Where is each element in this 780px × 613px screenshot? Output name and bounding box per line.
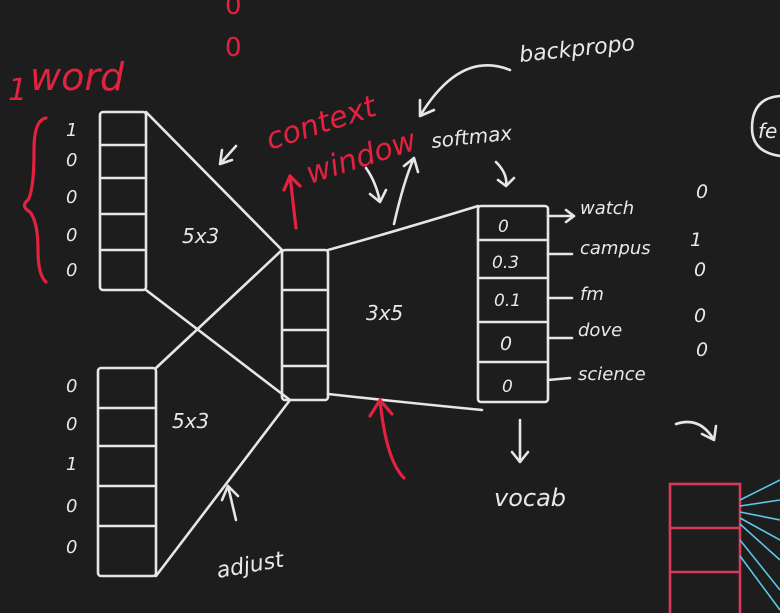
edge-fragment: fe [750, 94, 780, 158]
input-top-value: 0 [66, 150, 77, 171]
one-hot-value: 0 [694, 259, 706, 281]
output-box [476, 204, 550, 404]
input-bottom-value: 0 [66, 496, 77, 517]
top-red-glyph-1: 0 [225, 0, 242, 21]
output-word: campus [580, 238, 651, 259]
input-top-value: 0 [66, 260, 77, 281]
input-top-value: 1 [66, 120, 77, 141]
input-bottom-value: 0 [66, 414, 77, 435]
one-hot-value: 1 [690, 229, 702, 251]
one-hot-value: 0 [694, 305, 706, 327]
funnel-lines [144, 110, 292, 578]
matrix-label-bottom: 5x3 [172, 409, 209, 433]
red-arrow-icon [368, 398, 406, 480]
arrow-icon [364, 166, 388, 204]
output-words: watch campus fm dove science [578, 198, 651, 385]
output-word: fm [580, 284, 604, 305]
edge-fragment-text: fe [758, 119, 777, 143]
output-prob: 0 [502, 377, 513, 397]
input-top-value: 0 [66, 225, 77, 246]
hidden-layer-box [280, 248, 330, 402]
middle-matrix-label: 3x5 [366, 301, 403, 325]
one-word-text: word [30, 55, 125, 99]
one-hot-value: 0 [696, 339, 708, 361]
red-brace [22, 116, 48, 284]
output-word: science [578, 364, 646, 385]
output-prob: 0 [498, 217, 509, 237]
input-bottom-value: 0 [66, 537, 77, 558]
one-word-digit: 1 [8, 73, 27, 108]
pink-stack-box [668, 479, 780, 613]
input-bottom-value: 0 [66, 376, 77, 397]
one-word-annotation: 1 word [8, 55, 125, 284]
input-top-value: 0 [66, 187, 77, 208]
output-prob: 0.3 [492, 253, 519, 273]
arrow-icon [392, 156, 420, 226]
output-probabilities: 0 0.3 0.1 0 0 [492, 217, 521, 397]
one-hot-value: 0 [696, 181, 708, 203]
input-bottom-value: 1 [66, 454, 77, 475]
backprop-label: backpropo [518, 31, 636, 68]
matrix-label-top: 5x3 [182, 224, 219, 248]
output-word: dove [578, 320, 622, 341]
output-prob: 0 [500, 333, 512, 355]
input-bottom-values: 0 0 1 0 0 [66, 376, 77, 558]
arrow-icon [494, 160, 516, 188]
input-bottom-box [96, 366, 158, 578]
input-top-values: 1 0 0 0 0 [66, 120, 77, 281]
output-word: watch [580, 198, 634, 219]
backprop-arrow-icon [418, 64, 512, 118]
output-arrows [546, 208, 576, 382]
arrow-icon [220, 484, 240, 522]
vocab-arrow-icon [510, 418, 530, 464]
output-prob: 0.1 [494, 291, 521, 311]
red-arrow-icon [282, 174, 302, 230]
softmax-label: softmax [430, 121, 513, 153]
input-top-box [98, 110, 148, 292]
output-funnel-lines [326, 204, 484, 412]
arrow-icon [674, 420, 718, 442]
top-red-glyph-2: 0 [225, 33, 242, 63]
adjust-label: adjust [215, 547, 287, 584]
one-hot-target: 0 1 0 0 0 [690, 181, 708, 361]
arrow-icon [218, 144, 238, 166]
vocab-label: vocab [494, 484, 566, 512]
